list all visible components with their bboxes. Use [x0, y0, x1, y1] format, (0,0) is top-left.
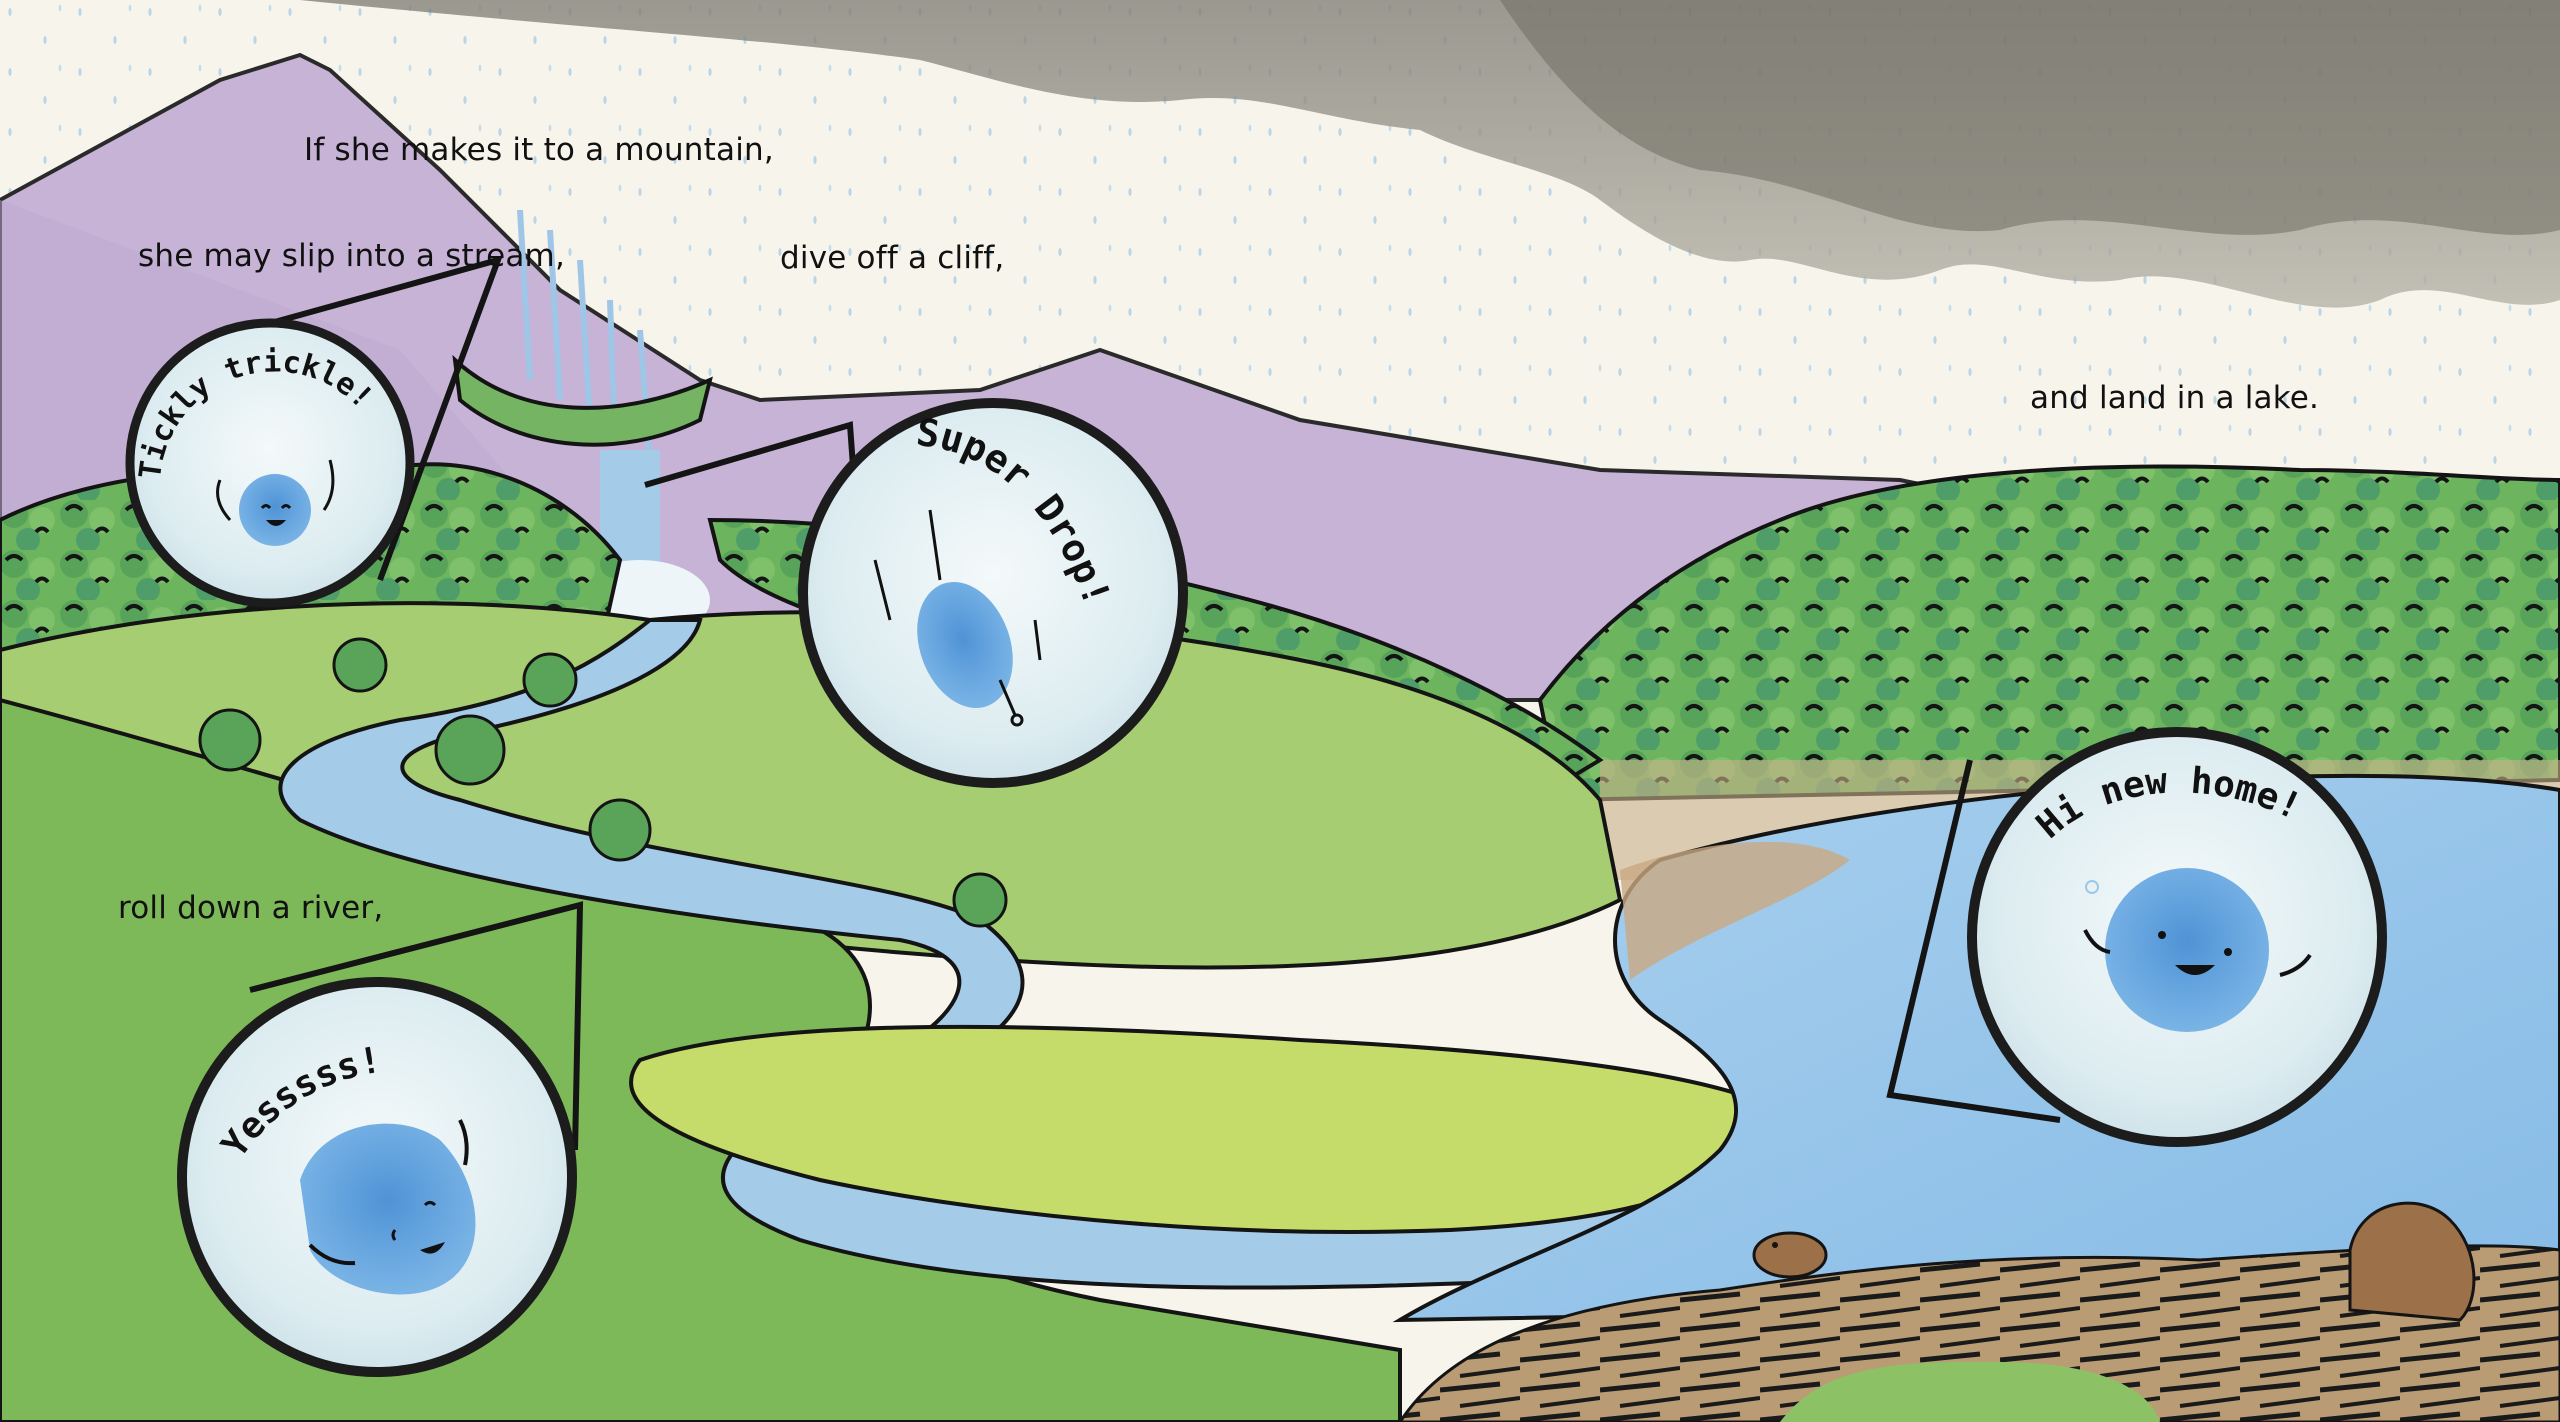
narration-line-5: and land in a lake.: [2030, 380, 2320, 416]
speech-bubble-home: Hi new home!: [1967, 727, 2387, 1147]
narration-line-1: If she makes it to a mountain,: [304, 132, 774, 168]
forest-right: [1537, 464, 2560, 803]
cliff-ledge: [452, 354, 713, 447]
narration-line-2: she may slip into a stream,: [138, 238, 566, 274]
storm-cloud-dark: [1500, 0, 2560, 235]
bushes: [198, 637, 1008, 928]
grass-patch: [1780, 1361, 2160, 1422]
speech-bubble-tickly: Tickly trickle!: [125, 318, 415, 608]
beaver-large: [2348, 1201, 2476, 1322]
speech-bubble-yes: Yesssss!: [177, 977, 577, 1377]
speech-bubble-super: Super Drop!: [798, 398, 1188, 788]
narration-line-3: dive off a cliff,: [780, 240, 1005, 276]
beaver-small: [1752, 1231, 1828, 1279]
narration-line-4: roll down a river,: [118, 890, 384, 926]
water-drop-icon: [917, 582, 1013, 708]
water-drop-icon: [2105, 868, 2269, 1032]
lake-shore: [1620, 841, 1850, 980]
water-drop-icon: [239, 474, 311, 546]
